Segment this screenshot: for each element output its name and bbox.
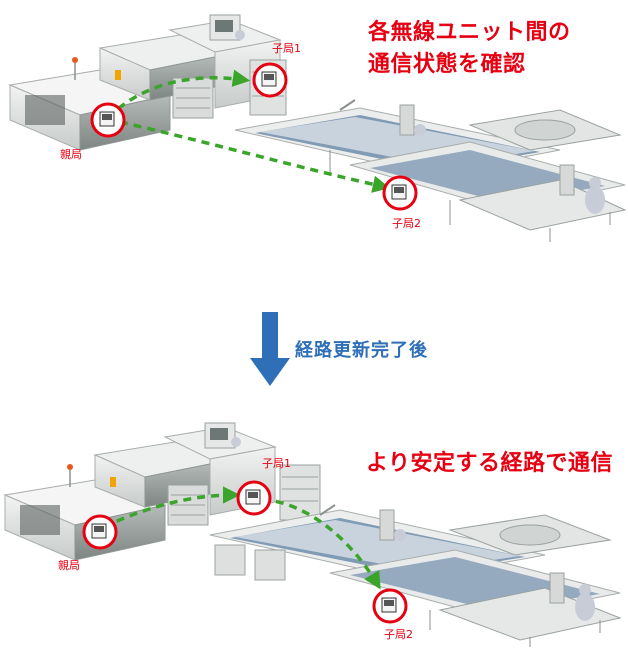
- parent-label-top: 親局: [60, 148, 82, 161]
- left-machine-group-bottom: [3, 422, 321, 561]
- child1-unit-bottom: [236, 480, 272, 516]
- factory-scene-top: [8, 14, 627, 242]
- conveyor-line-group-bottom: [209, 504, 622, 647]
- radio-links-top: [106, 69, 391, 193]
- parent-unit-bottom: [82, 514, 118, 550]
- child2-unit-top: [382, 175, 418, 211]
- factory-scene-bottom: [3, 422, 622, 647]
- bottom-headline: より安定する経路で通信: [366, 451, 614, 476]
- parent-unit-top: [90, 102, 126, 138]
- top-panel: 各無線ユニット間の 通信状態を確認 親局 子局1 子局2: [0, 0, 628, 250]
- transition-label: 経路更新完了後: [295, 340, 428, 361]
- child1-label-bottom: 子局1: [262, 457, 291, 470]
- child2-unit-bottom: [372, 588, 408, 624]
- child2-label-bottom: 子局2: [384, 628, 413, 641]
- child2-label-top: 子局2: [392, 217, 421, 230]
- down-arrow-icon: [248, 312, 308, 392]
- bottom-panel: より安定する経路で通信 親局 子局1 子局2: [0, 415, 628, 648]
- top-headline-line2: 通信状態を確認: [368, 52, 526, 77]
- top-headline-line1: 各無線ユニット間の: [368, 20, 571, 45]
- child1-label-top: 子局1: [272, 42, 301, 55]
- conveyor-line-group: [234, 99, 627, 242]
- child1-unit-top: [252, 62, 288, 98]
- parent-label-bottom: 親局: [58, 559, 80, 572]
- radio-links-bottom: [103, 486, 381, 590]
